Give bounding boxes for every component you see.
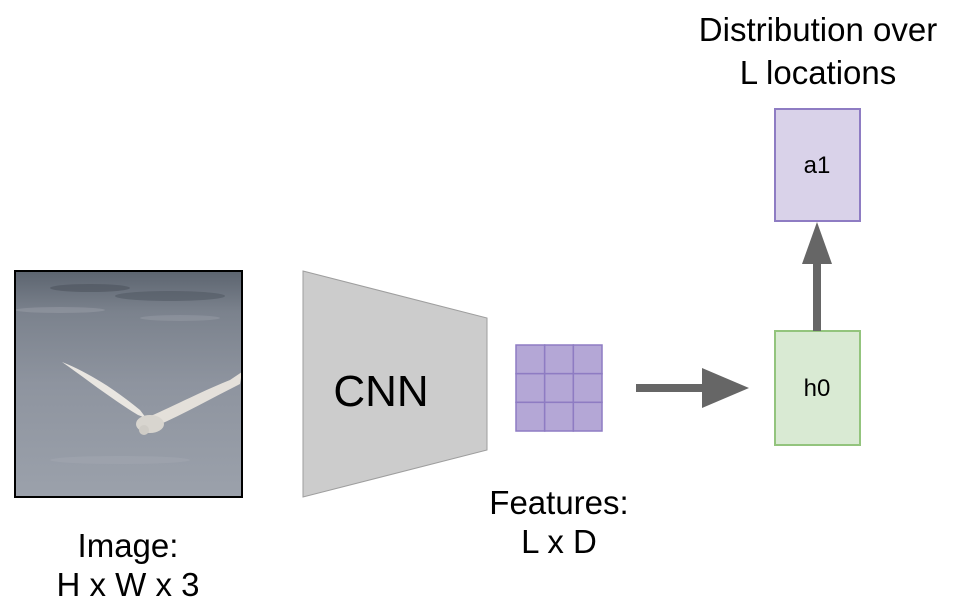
feature-grid: [515, 344, 603, 432]
feature-cell: [515, 344, 546, 375]
bird-photo: [16, 272, 241, 496]
bird-icon: [62, 362, 241, 435]
feature-cell: [572, 401, 603, 432]
input-image: [14, 270, 243, 498]
cnn-trapezoid: [302, 270, 488, 498]
output-caption-line2: L locations: [740, 54, 897, 91]
output-caption-line1: Distribution over: [699, 11, 937, 48]
cnn-block: CNN: [302, 270, 488, 498]
feature-cell: [572, 344, 603, 375]
water-background: [16, 272, 241, 496]
features-caption-line1: Features:: [489, 484, 628, 521]
a1-node: a1: [774, 108, 861, 222]
arrow-head-icon: [702, 368, 749, 408]
feature-cell: [543, 401, 575, 432]
arrow-head-icon: [802, 222, 832, 264]
feature-cell: [543, 372, 575, 404]
arrow-features-to-h0: [636, 368, 749, 408]
cnn-label: CNN: [333, 367, 428, 416]
arrow-h0-to-a1: [802, 222, 832, 331]
h0-label: h0: [804, 375, 831, 402]
a1-box: [774, 108, 861, 222]
feature-cell: [543, 344, 575, 375]
h0-node: h0: [774, 330, 861, 446]
h0-box: [774, 330, 861, 446]
features-caption-line2: L x D: [521, 523, 597, 560]
a1-label: a1: [804, 152, 831, 179]
feature-cell: [572, 372, 603, 404]
image-caption-line2: H x W x 3: [56, 566, 199, 603]
image-caption-line1: Image:: [78, 527, 179, 564]
feature-cell: [515, 372, 546, 404]
feature-cell: [515, 401, 546, 432]
